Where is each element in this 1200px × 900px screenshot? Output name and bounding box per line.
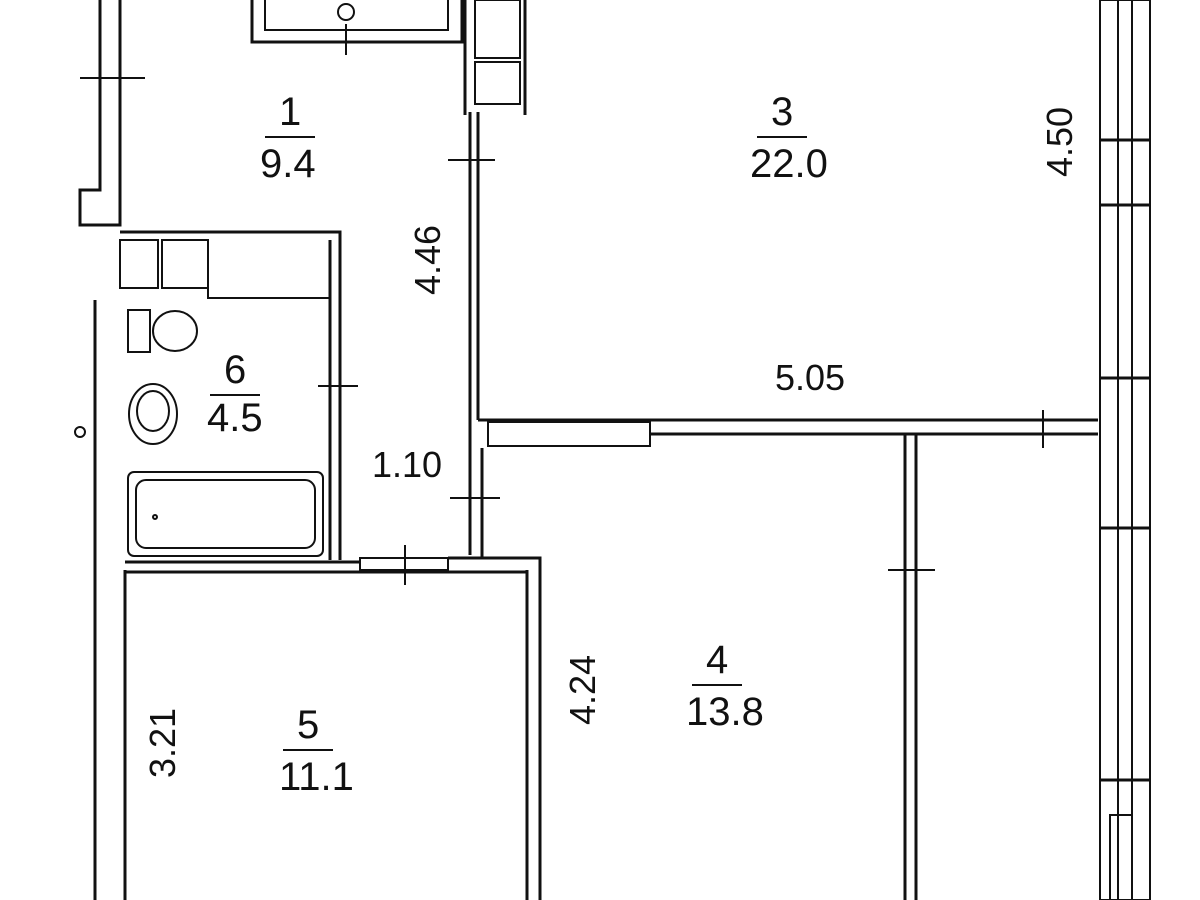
room-1-area: 9.4 (260, 142, 316, 186)
dimension-room-5-depth: 3.21 (142, 707, 184, 779)
dimension-room-4-depth: 4.24 (562, 654, 604, 726)
room-6-area: 4.5 (207, 396, 263, 440)
room-4-number: 4 (692, 640, 743, 686)
room-3-area: 22.0 (750, 142, 828, 186)
interior-walls (74, 0, 1098, 900)
exterior-walls (78, 0, 1151, 900)
dimension-room-3-depth: 4.50 (1039, 106, 1081, 178)
room-3-number: 3 (757, 92, 808, 138)
dimension-corridor-length: 4.46 (407, 224, 449, 296)
dimension-room-3-width: 5.05 (775, 357, 846, 398)
room-5-area: 11.1 (279, 755, 354, 799)
room-1-number: 1 (265, 92, 316, 138)
room-4-area: 13.8 (686, 690, 764, 734)
room-5-number: 5 (283, 705, 334, 751)
room-6-number: 6 (210, 350, 261, 396)
dimension-hall-width: 1.10 (372, 444, 443, 485)
